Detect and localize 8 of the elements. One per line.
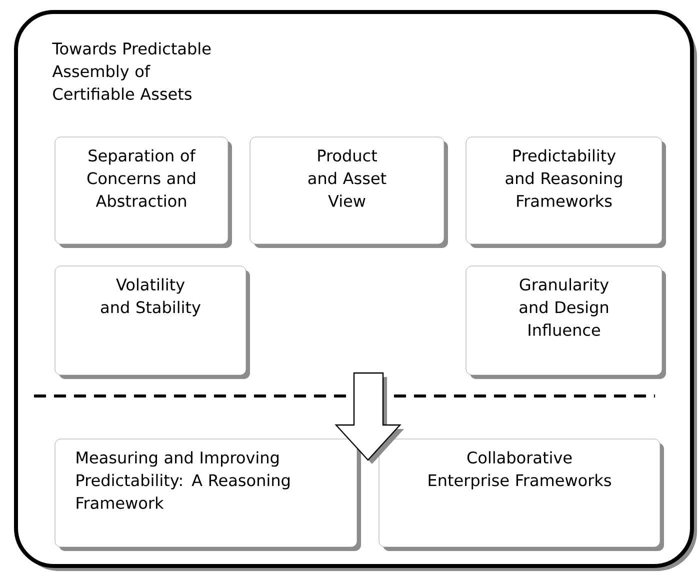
text-box: Measuring and Improving Predictability: A Reasoning Framework bbox=[54, 438, 361, 551]
text-box: Product and Asset View bbox=[250, 136, 448, 248]
text-box: Granularity and Design Influence bbox=[466, 266, 666, 379]
text-box: Separation of Concerns and Abstraction bbox=[54, 136, 232, 248]
text-box: Volatility and Stability bbox=[54, 266, 250, 379]
text-box: Collaborative Enterprise Frameworks bbox=[378, 438, 664, 551]
text-box: Predictability and Reasoning Frameworks bbox=[466, 136, 666, 248]
block-arrow bbox=[334, 372, 404, 464]
